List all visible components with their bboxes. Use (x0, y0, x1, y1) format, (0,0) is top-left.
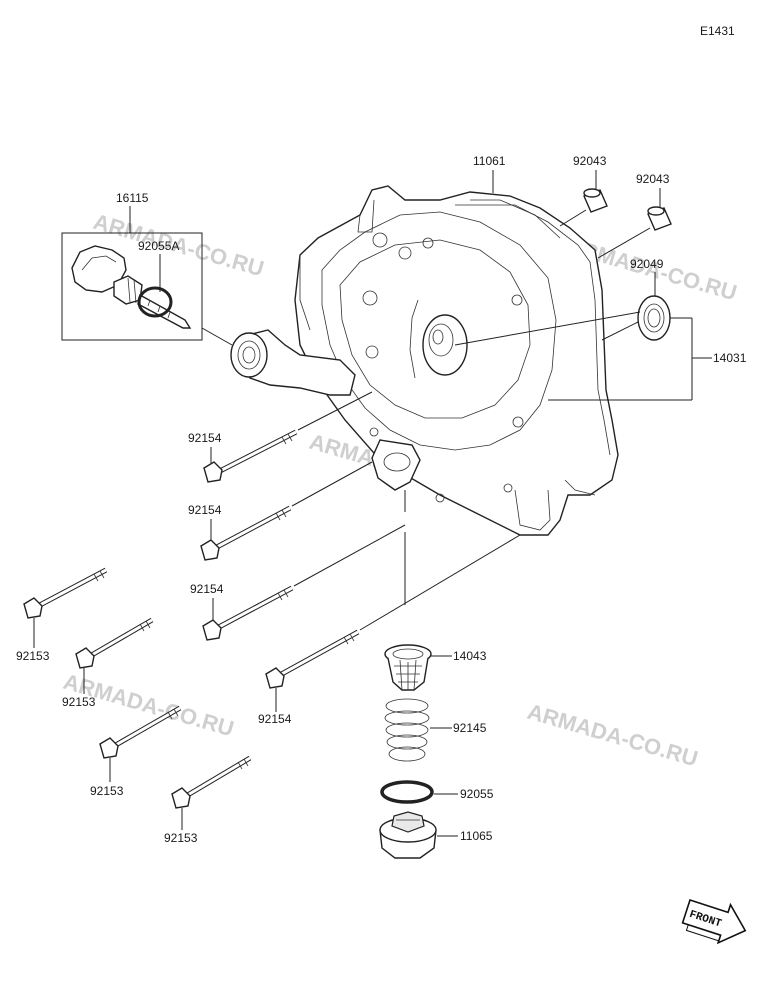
dowel-pin-92043-a (583, 188, 608, 213)
dipstick-16115 (71, 245, 192, 329)
part-label-92055: 92055 (460, 787, 494, 801)
part-label-92154-c: 92154 (190, 582, 224, 596)
front-arrow-icon: FRONT (681, 898, 747, 945)
part-label-92153-b: 92153 (62, 695, 96, 709)
bolt-92153-b (75, 617, 154, 669)
drain-plug-11065 (379, 811, 437, 859)
spring-92145 (384, 698, 430, 762)
part-label-92055A: 92055A (138, 239, 179, 253)
part-label-92154-d: 92154 (258, 712, 292, 726)
bolt-92153-a (23, 567, 108, 619)
bolt-92153-c (99, 705, 182, 759)
crankcase-cover-11061 (230, 185, 619, 536)
part-label-92153-c: 92153 (90, 784, 124, 798)
oil-seal-92049 (637, 295, 671, 341)
o-ring-92055A (137, 286, 173, 318)
strainer-14043 (384, 644, 432, 691)
part-label-14043: 14043 (453, 649, 487, 663)
part-label-14031: 14031 (713, 351, 747, 365)
part-label-11065: 11065 (460, 829, 493, 843)
diagram-code: E1431 (700, 24, 735, 38)
part-label-11061: 11061 (473, 154, 506, 168)
group-box-16115 (61, 232, 203, 341)
part-label-92153-a: 92153 (16, 649, 50, 663)
bolt-92153-d (171, 755, 252, 809)
dowel-pin-92043-b (647, 206, 672, 231)
part-label-92154-a: 92154 (188, 431, 222, 445)
part-label-92154-b: 92154 (188, 503, 222, 517)
watermark: ARMADA-CO.RU (525, 699, 701, 772)
part-label-16115: 16115 (116, 191, 149, 205)
o-ring-92055 (380, 780, 434, 804)
bolt-92154-c (202, 585, 294, 641)
bolt-92154-d (265, 629, 360, 689)
part-label-92145: 92145 (453, 721, 487, 735)
part-label-92153-d: 92153 (164, 831, 198, 845)
bolt-92154-b (200, 505, 292, 561)
part-label-92043-a: 92043 (573, 154, 607, 168)
part-label-92049: 92049 (630, 257, 664, 271)
bolt-92154-a (203, 429, 298, 483)
part-label-92043-b: 92043 (636, 172, 670, 186)
